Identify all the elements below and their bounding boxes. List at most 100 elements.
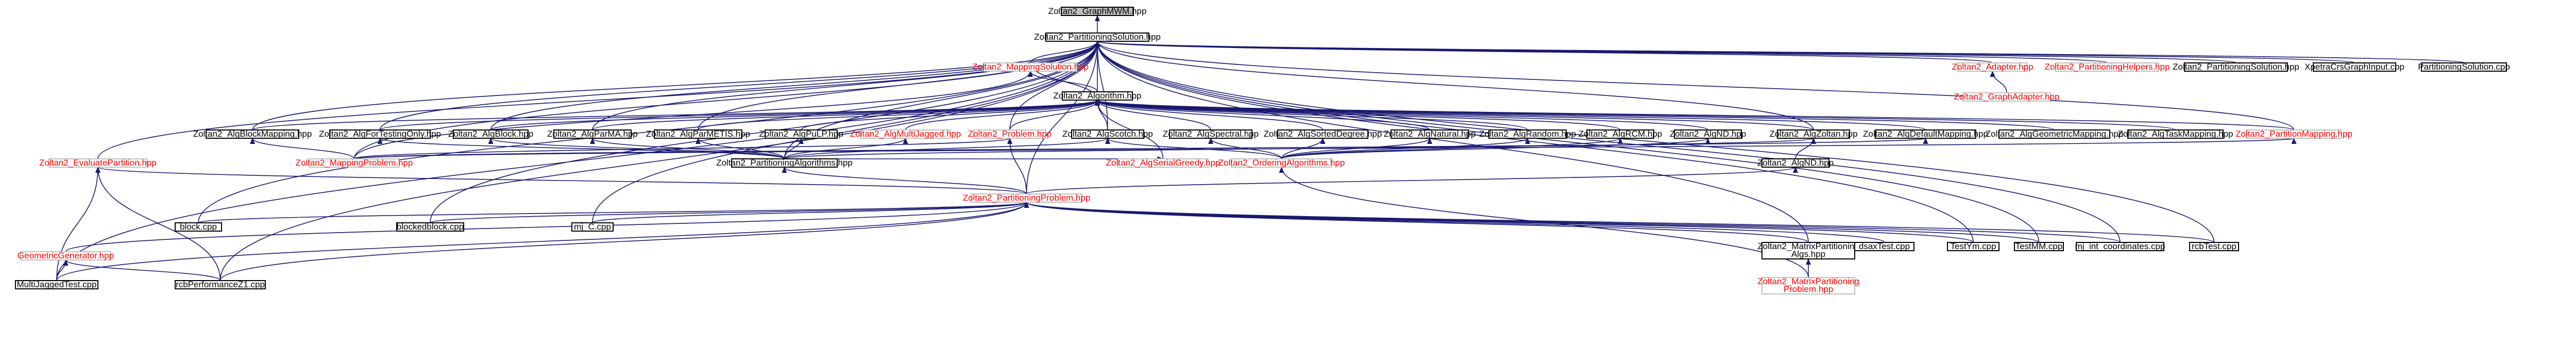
node-box[interactable]	[20, 251, 111, 260]
node-box[interactable]	[175, 280, 266, 289]
node-box[interactable]	[1761, 158, 1829, 168]
node-box[interactable]	[396, 222, 464, 232]
node-box[interactable]	[731, 158, 838, 168]
node-box[interactable]	[1045, 32, 1149, 42]
node-box[interactable]	[2246, 129, 2342, 139]
node-box[interactable]	[1391, 129, 1469, 139]
node-box[interactable]	[2127, 129, 2224, 139]
node-n37[interactable]: block.cpp	[175, 222, 222, 232]
node-box[interactable]	[1947, 242, 1999, 251]
node-box[interactable]	[15, 280, 98, 289]
node-n5[interactable]: Zoltan2_PartitioningHelpers.hpp	[2045, 62, 2170, 72]
node-box[interactable]	[329, 129, 431, 139]
node-n38[interactable]: blockedblock.cpp	[396, 222, 464, 232]
node-n34[interactable]: Zoltan2_OrderingAlgorithms.hpp	[1218, 158, 1345, 168]
node-n21[interactable]: Zoltan2_AlgNatural.hpp	[1384, 129, 1476, 139]
node-n1[interactable]: Zoltan2_PartitioningSolution.hpp	[1034, 32, 1161, 42]
node-n27[interactable]: Zoltan2_AlgGeometricMapping.hpp	[1986, 129, 2123, 139]
node-n33[interactable]: Zoltan2_AlgSerialGreedy.hpp	[1106, 158, 1221, 168]
node-box[interactable]	[1231, 158, 1332, 168]
node-n46[interactable]: rcbTest.cpp	[2189, 241, 2239, 251]
node-n4[interactable]: Zoltan2_Adapter.hpp	[1952, 62, 2033, 72]
node-box[interactable]	[2184, 62, 2288, 72]
node-n28[interactable]: Zoltan2_AlgTaskMapping.hpp	[2118, 129, 2233, 139]
node-box[interactable]	[2055, 62, 2159, 72]
node-n14[interactable]: Zoltan2_AlgParMETIS.hpp	[646, 129, 750, 139]
node-box[interactable]	[1875, 129, 1976, 139]
node-n13[interactable]: Zoltan2_AlgParMA.hpp	[547, 129, 638, 139]
node-n23[interactable]: Zoltan2_AlgRCM.hpp	[1579, 129, 1663, 139]
node-box[interactable]	[2076, 242, 2164, 251]
node-box[interactable]	[206, 129, 299, 139]
node-box[interactable]	[553, 129, 632, 139]
node-box[interactable]	[1488, 129, 1567, 139]
node-n8[interactable]: PartitioningSolution.cpp	[2418, 62, 2510, 72]
node-n18[interactable]: Zoltan2_AlgScotch.hpp	[1062, 129, 1153, 139]
node-box[interactable]	[1957, 62, 2028, 72]
node-box[interactable]	[1586, 129, 1654, 139]
node-box[interactable]	[1674, 129, 1742, 139]
node-n20[interactable]: Zoltan2_AlgSortedDegree.hpp	[1264, 129, 1382, 139]
node-n36[interactable]: Zoltan2_PartitioningProblem.hpp	[963, 193, 1091, 203]
node-n45[interactable]: mj_int_coordinates.cpp	[2075, 241, 2165, 251]
node-n10[interactable]: Zoltan2_AlgBlockMapping.hpp	[193, 129, 312, 139]
node-n2[interactable]: Zoltan2_MappingSolution.hpp	[972, 62, 1089, 72]
node-n26[interactable]: Zoltan2_AlgDefaultMapping.hpp	[1863, 129, 1988, 139]
node-n9[interactable]: Zoltan2_GraphAdapter.hpp	[1954, 92, 2060, 102]
node-n0[interactable]: Zoltan2_GraphMWM.hpp	[1048, 6, 1147, 16]
node-box[interactable]	[1777, 129, 1850, 139]
node-n15[interactable]: Zoltan2_AlgPuLP.hpp	[759, 129, 843, 139]
node-box[interactable]	[654, 129, 742, 139]
node-n31[interactable]: Zoltan2_MappingProblem.hpp	[296, 158, 413, 168]
node-box[interactable]	[984, 62, 1077, 72]
node-n3[interactable]: Zoltan2_Algorithm.hpp	[1053, 91, 1142, 101]
node-box[interactable]	[1061, 7, 1134, 16]
node-box[interactable]	[1169, 129, 1252, 139]
node-box[interactable]	[453, 129, 529, 139]
node-box[interactable]	[765, 129, 838, 139]
node-box[interactable]	[2313, 62, 2396, 72]
node-n42[interactable]: dsaxTest.cpp	[1854, 241, 1914, 251]
node-n22[interactable]: Zoltan2_AlgRandom.hpp	[1479, 129, 1576, 139]
node-n24[interactable]: Zoltan2_AlgND.hpp	[1670, 129, 1746, 139]
node-n35[interactable]: Zoltan2_AlgND.hpp	[1757, 158, 1834, 168]
node-box[interactable]	[48, 158, 147, 168]
node-n25[interactable]: Zoltan2_AlgZoltan.hpp	[1769, 129, 1858, 139]
node-box[interactable]	[309, 158, 400, 168]
node-n16[interactable]: Zoltan2_AlgMultiJagged.hpp	[850, 129, 961, 139]
node-n39[interactable]: mj_C.cpp	[571, 222, 614, 232]
node-box[interactable]	[1277, 129, 1368, 139]
node-n43[interactable]: TestYm.cpp	[1947, 241, 1999, 251]
node-box[interactable]	[1962, 92, 2051, 102]
node-n48[interactable]: rcbPerformanceZ1.cpp	[175, 280, 266, 289]
node-box[interactable]	[2014, 242, 2064, 251]
node-box[interactable]	[571, 222, 614, 232]
node-box[interactable]	[971, 193, 1082, 203]
node-box[interactable]	[1071, 129, 1144, 139]
node-box[interactable]	[2189, 242, 2239, 251]
node-n30[interactable]: Zoltan2_EvaluatePartition.hpp	[39, 158, 157, 168]
node-box[interactable]	[1998, 129, 2110, 139]
node-box[interactable]	[1761, 277, 1855, 295]
node-n44[interactable]: TestMM.cpp	[2014, 241, 2064, 251]
node-box[interactable]	[1062, 91, 1133, 101]
node-n17[interactable]: Zoltan2_Problem.hpp	[968, 129, 1052, 139]
node-box[interactable]	[973, 129, 1046, 139]
node-n6[interactable]: Zoltan2_PartitioningSolution.hpp	[2173, 62, 2299, 72]
node-n40[interactable]: GeometricGenerator.hpp	[18, 251, 114, 260]
node-box[interactable]	[175, 222, 222, 232]
node-box[interactable]	[1117, 158, 1209, 168]
node-n7[interactable]: XpetraCrsGraphInput.cpp	[2304, 62, 2404, 72]
node-n32[interactable]: Zoltan2_PartitioningAlgorithms.hpp	[716, 158, 853, 168]
node-box[interactable]	[1761, 242, 1855, 259]
node-n12[interactable]: Zoltan2_AlgBlock.hpp	[448, 129, 533, 139]
node-n29[interactable]: Zoltan2_PartitionMapping.hpp	[2235, 129, 2352, 139]
node-n19[interactable]: Zoltan2_AlgSpectral.hpp	[1163, 129, 1259, 139]
node-box[interactable]	[2421, 62, 2507, 72]
node-box[interactable]	[1854, 242, 1914, 251]
node-box[interactable]	[860, 129, 951, 139]
node-n47[interactable]: MultiJaggedTest.cpp	[15, 280, 98, 289]
node-n11[interactable]: Zoltan2_AlgForTestingOnly.hpp	[319, 129, 441, 139]
